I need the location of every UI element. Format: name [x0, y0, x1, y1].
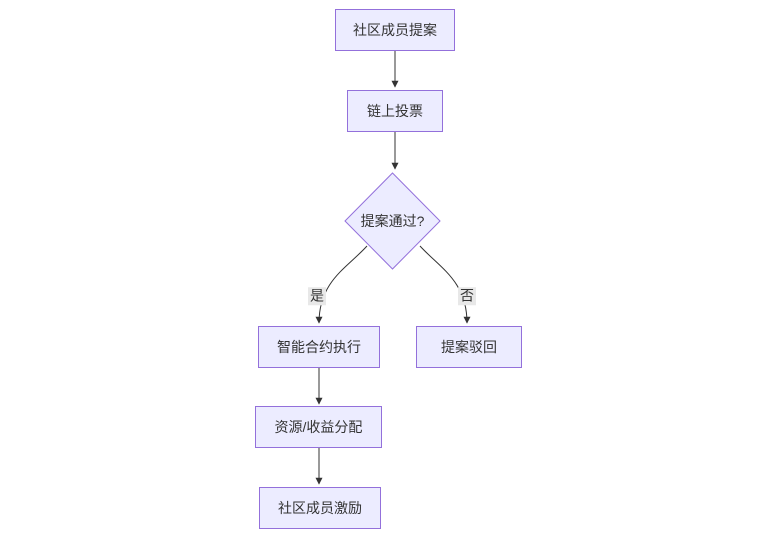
diamond-shape-icon	[344, 172, 441, 270]
node-proposal-rejected: 提案驳回	[416, 326, 522, 368]
node-community-incentive: 社区成员激励	[259, 487, 381, 529]
edge-label-no: 否	[458, 287, 476, 305]
node-smart-contract-execute: 智能合约执行	[258, 326, 380, 368]
node-smart-contract-execute-label: 智能合约执行	[277, 338, 361, 355]
node-community-proposal: 社区成员提案	[335, 9, 455, 51]
node-community-incentive-label: 社区成员激励	[278, 499, 362, 516]
edge-decision-yes	[315, 245, 368, 324]
node-onchain-vote: 链上投票	[347, 90, 443, 132]
node-resource-distribution-label: 资源/收益分配	[274, 418, 363, 435]
node-proposal-passed-label: 提案通过?	[360, 213, 425, 229]
node-proposal-passed-decision: 提案通过?	[344, 172, 441, 270]
node-community-proposal-label: 社区成员提案	[353, 21, 437, 38]
node-proposal-rejected-label: 提案驳回	[441, 338, 497, 355]
edge-decision-no	[419, 245, 471, 324]
edge-label-yes: 是	[308, 287, 326, 305]
node-resource-distribution: 资源/收益分配	[255, 406, 382, 448]
node-onchain-vote-label: 链上投票	[367, 102, 423, 119]
